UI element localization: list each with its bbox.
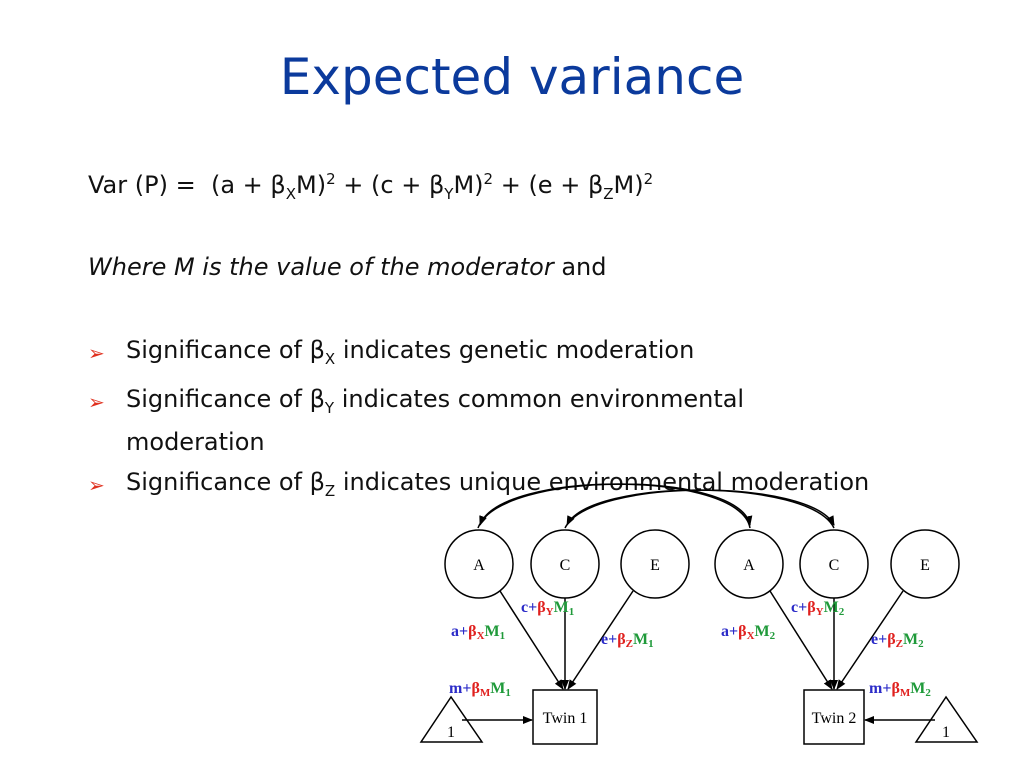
eq-term1: (a + β: [210, 171, 286, 199]
bullet-text-pre: Significance of β: [126, 467, 325, 496]
label-c-twin2: c+βYM2: [791, 599, 845, 618]
bullet-text-pre: Significance of β: [126, 336, 325, 364]
label-mean-twin2: m+βMM2: [869, 680, 931, 699]
eq-sub2: Y: [444, 184, 454, 203]
bullet-text-pre: Significance of β: [126, 384, 325, 413]
label-e-twin1: e+βZM1: [601, 631, 654, 650]
latent-a-twin1: [444, 529, 514, 599]
bullet-sub: Z: [324, 481, 336, 500]
latent-label: C: [560, 557, 571, 574]
twin1-box: [532, 689, 598, 745]
latent-e-twin2: [890, 529, 960, 599]
eq-term2: + (c + β: [343, 171, 445, 199]
where-rest: and: [561, 253, 607, 281]
eq-sub3: Z: [603, 184, 614, 203]
bullet-item: ➢ Significance of βY indicates common env…: [88, 382, 886, 459]
latent-e-twin1: [620, 529, 690, 599]
bullet-text-post: indicates unique environmental moderatio…: [335, 467, 870, 496]
arrow-bullet-icon: ➢: [88, 341, 105, 365]
label-e-twin2: e+βZM2: [871, 631, 924, 650]
bullet-sub: Y: [324, 398, 335, 417]
covariance-arc-c-start: [566, 489, 835, 529]
twin1-label: Twin 1: [543, 710, 588, 727]
slide-title: Expected variance: [279, 48, 745, 106]
bullet-text-post: indicates genetic moderation: [335, 336, 695, 364]
eq-term1b: M): [296, 171, 327, 199]
path-a-twin1: [499, 590, 564, 690]
eq-sub1: X: [285, 184, 297, 203]
latent-label: C: [829, 557, 840, 574]
latent-label: E: [650, 557, 660, 574]
latent-label: E: [920, 557, 930, 574]
latent-label: A: [473, 557, 485, 574]
bullet-text-post: indicates common environmental moderatio…: [126, 384, 745, 456]
path-e-twin1: [567, 590, 634, 690]
bullet-item: ➢ Significance of βX indicates genetic mo…: [88, 333, 888, 376]
covariance-arc-a-start: [479, 483, 751, 529]
label-a-twin1: a+βXM1: [451, 623, 505, 642]
twin2-box: [803, 689, 865, 745]
latent-a-twin2: [714, 529, 784, 599]
path-e-twin2: [836, 590, 904, 690]
mean-triangle-label: 1: [942, 724, 950, 741]
label-mean-twin1: m+βMM1: [449, 680, 511, 699]
latent-label: A: [743, 557, 755, 574]
variance-equation: Var (P) = (a + βXM)2 + (c + βYM)2 + (e +…: [88, 170, 653, 203]
mean-triangle-label: 1: [447, 724, 455, 741]
where-italic: Where M is the value of the moderator: [88, 253, 554, 281]
eq-pow3: 2: [643, 170, 654, 188]
bullet-list: ➢Significance of βX indicates genetic mo…: [88, 333, 888, 513]
bullet-sub: X: [324, 349, 336, 368]
eq-term3: + (e + β: [500, 171, 604, 199]
label-c-twin1: c+βYM1: [521, 599, 574, 618]
eq-pow2: 2: [483, 170, 494, 188]
eq-term2b: M): [453, 171, 484, 199]
arrow-bullet-icon: ➢: [88, 389, 105, 414]
covariance-arc-c: [564, 489, 835, 529]
arrow-bullet-icon: ➢: [88, 472, 105, 497]
eq-term3b: M): [613, 171, 644, 199]
twin2-label: Twin 2: [812, 710, 857, 727]
path-a-twin2: [769, 590, 833, 690]
eq-lhs: Var (P) =: [88, 171, 196, 199]
label-a-twin2: a+βXM2: [721, 623, 776, 642]
bullet-item: ➢ Significance of βZ indicates unique env…: [88, 465, 886, 508]
where-line: Where M is the value of the moderator an…: [88, 253, 606, 281]
eq-pow1: 2: [326, 170, 336, 188]
